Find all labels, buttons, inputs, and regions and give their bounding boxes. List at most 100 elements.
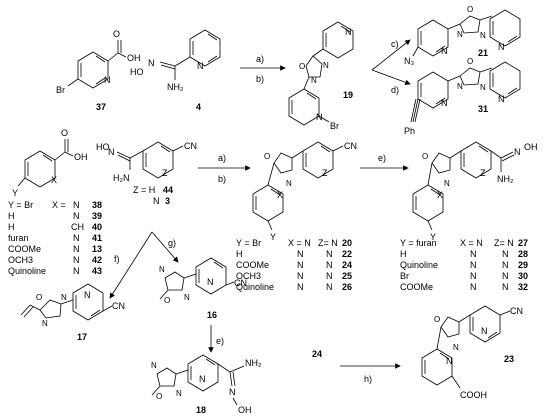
- atom-o: O: [422, 152, 428, 161]
- atom-n: N: [316, 112, 323, 122]
- table-left-y: COOMe: [8, 244, 41, 254]
- compound-37-label: 37: [96, 102, 106, 112]
- atom-y: Y: [430, 232, 436, 242]
- table-right-x: X = N: [460, 238, 483, 248]
- table-right-z: N: [502, 282, 509, 292]
- table-left-y: furan: [8, 233, 29, 243]
- table-mid-num: 22: [342, 249, 352, 259]
- table-right-y: H: [400, 249, 407, 259]
- atom-ho: HO: [130, 67, 144, 77]
- atom-cn: CN: [344, 141, 357, 151]
- atom-br: Br: [56, 85, 65, 95]
- atom-o: O: [434, 315, 440, 324]
- table-left-y: H: [8, 222, 15, 232]
- atom-z: Z: [322, 168, 328, 178]
- table-mid-y: Quinoline: [236, 282, 274, 292]
- atom-n: N: [176, 389, 182, 398]
- table-right-z: Z= N: [494, 238, 514, 248]
- table-right-y: Br: [400, 271, 409, 281]
- table-mid-y: Y = Br: [236, 238, 261, 248]
- table-mid-x: X = N: [288, 238, 311, 248]
- step-g-label: g): [168, 238, 176, 248]
- atom-n: N: [207, 277, 214, 287]
- atom-n: N: [104, 75, 111, 85]
- atom-n: N: [229, 387, 236, 397]
- arrow-f: [109, 231, 153, 299]
- table-right-num: 28: [518, 249, 528, 259]
- atom-n: N: [286, 179, 292, 188]
- table-left-xv: N: [73, 266, 80, 276]
- table-left-num: 40: [92, 222, 102, 232]
- atom-z: Z: [162, 168, 168, 178]
- atom-n: N: [481, 326, 488, 336]
- table-right-z: N: [502, 260, 509, 270]
- atom-n: N: [498, 42, 505, 52]
- atom-n: N: [446, 356, 453, 366]
- table-mid-z: N: [326, 249, 333, 259]
- compound-31-label: 31: [478, 104, 488, 114]
- table-left-xv: N: [73, 233, 80, 243]
- table-right-x: N: [470, 271, 477, 281]
- table-right-num: 32: [518, 282, 528, 292]
- atom-n: N: [151, 361, 157, 370]
- table-right-y: Quinoline: [400, 260, 438, 270]
- structure-product-generic: Z CN O N X Y: [252, 141, 357, 242]
- table-left-x: X =: [52, 200, 66, 210]
- atom-o: O: [61, 128, 68, 138]
- structure-4: N N HO NH₂ 4: [130, 29, 221, 112]
- atom-n: N: [345, 27, 352, 37]
- atom-n: N: [457, 82, 463, 91]
- arrow-d: [371, 69, 411, 85]
- atom-cn: CN: [510, 306, 523, 316]
- structure-23: N CN O N N COOH 23: [421, 305, 523, 400]
- atom-y: Y: [12, 188, 18, 198]
- atom-n: N: [480, 83, 486, 92]
- atom-o: O: [299, 62, 305, 71]
- table-mid-y: H: [236, 249, 243, 259]
- step-d-label: d): [391, 85, 399, 95]
- structure-18: N O N N NH₂ N OH 18: [151, 354, 262, 415]
- table-left-num: 43: [92, 266, 102, 276]
- atom-n: N: [441, 46, 448, 56]
- atom-n: N: [323, 61, 329, 70]
- arrow-g: [151, 231, 179, 263]
- table-mid-z: Z= N: [318, 238, 338, 248]
- atom-x: X: [437, 190, 443, 200]
- structure-21: N N₃ O N N N 21: [404, 5, 521, 66]
- compound-17-label: 17: [77, 332, 87, 342]
- table-left-num: 42: [92, 255, 102, 265]
- atom-o: O: [467, 5, 473, 14]
- atom-n: N: [84, 290, 91, 300]
- table-left-num: 13: [92, 244, 102, 254]
- step-b-label-2: b): [218, 174, 226, 184]
- table-right-z: N: [502, 249, 509, 259]
- atom-n: N: [514, 147, 521, 157]
- compound-4-label: 4: [196, 102, 201, 112]
- atom-n: N: [184, 293, 190, 302]
- table-left-y: H: [8, 211, 15, 221]
- table-right-y: Y = furan: [400, 238, 437, 248]
- atom-oh: OH: [74, 152, 88, 162]
- atom-oh: OH: [524, 142, 538, 152]
- atom-n: N: [311, 76, 317, 85]
- step-e-label: e): [378, 153, 386, 163]
- atom-o: O: [164, 296, 170, 305]
- atom-n: N: [61, 293, 67, 302]
- atom-n: N: [480, 31, 486, 40]
- table-left-xv: CH: [71, 222, 84, 232]
- step-f-label: f): [114, 254, 120, 264]
- table-mid-z: N: [326, 260, 333, 270]
- table-left-y: OCH3: [8, 255, 33, 265]
- structure-31: N Ph O N N N 31: [404, 57, 521, 136]
- atom-n: N: [453, 343, 459, 352]
- compound-21-label: 21: [478, 48, 488, 58]
- table-mid-y: COOMe: [236, 260, 269, 270]
- arrow-c: [371, 39, 411, 71]
- table-left-y: Y = Br: [8, 200, 33, 210]
- structure-amidoxime-product: Z N OH NH₂ O N X Y: [412, 141, 538, 242]
- atom-h2n: H₂N: [113, 173, 130, 183]
- table-right-x: N: [470, 260, 477, 270]
- atom-oh: OH: [238, 405, 252, 415]
